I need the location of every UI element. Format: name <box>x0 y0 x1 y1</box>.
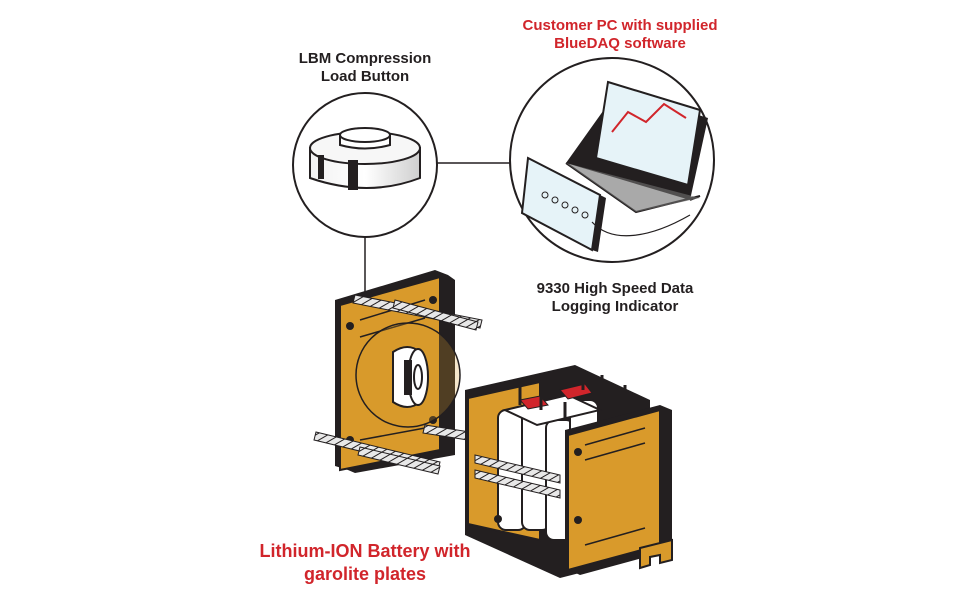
customer-pc-label: Customer PC with supplied BlueDAQ softwa… <box>522 17 718 53</box>
laptop-icon <box>565 80 708 214</box>
load-button-label: LBM Compression Load Button <box>298 50 432 86</box>
load-button-callout <box>292 92 438 238</box>
load-button-icon <box>309 127 421 190</box>
connector-lines <box>364 162 515 300</box>
indicator-label: 9330 High Speed Data Logging Indicator <box>536 280 694 316</box>
indicator-icon <box>520 156 691 252</box>
right-garolite-plate <box>494 405 673 575</box>
pc-indicator-callout <box>509 57 715 263</box>
battery-label: Lithium-ION Battery with garolite plates <box>259 541 471 584</box>
threaded-rods <box>313 294 483 475</box>
assembly-load-button <box>355 322 461 428</box>
